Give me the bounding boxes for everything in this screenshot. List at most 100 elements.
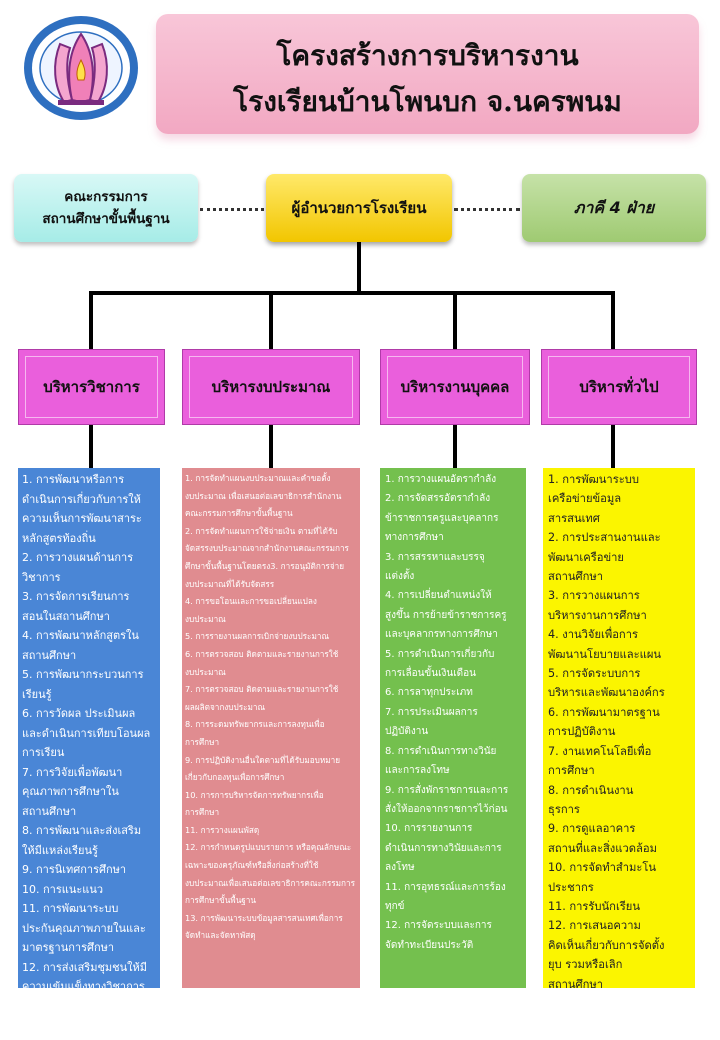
duty-line: ข้าราชการครูและบุคลากร xyxy=(385,512,499,524)
duty-line: ความเข้มแข็งทางวิชาการ xyxy=(22,980,145,988)
duty-line: 9. การดูแลอาคาร xyxy=(548,822,636,836)
duty-line: งบประมาณ xyxy=(185,613,226,624)
list-connector-4 xyxy=(611,425,615,468)
duty-line: 7. การวิจัยเพื่อพัฒนา xyxy=(22,765,123,779)
duty-line: 11. การวางแผนพัสดุ xyxy=(185,824,260,835)
list-connector-1 xyxy=(89,425,93,468)
duty-line: สถานศึกษา xyxy=(548,570,604,584)
duty-line: หลักสูตรท้องถิ่น xyxy=(22,531,96,545)
duty-line: สอนในสถานศึกษา xyxy=(22,609,110,623)
duty-line: พัฒนานโยบายและแผน xyxy=(548,647,662,661)
duty-line: 5. การพัฒนากระบวนการ xyxy=(22,668,144,681)
network-box: ภาคี 4 ฝ่าย xyxy=(522,174,706,242)
duty-line: 3. การจัดการเรียนการ xyxy=(22,590,130,603)
budget-duty-list: 1. การจัดทำแผนงบประมาณและคำขอตั้งงบประมา… xyxy=(182,468,360,988)
duty-line: 10. การรายงานการ xyxy=(385,823,473,835)
duty-line: 9. การสั่งพักราชการและการ xyxy=(385,784,509,796)
duty-line: 2. การจัดทำแผนการใช้จ่ายเงิน ตามที่ได้รั… xyxy=(185,525,338,536)
duty-line: ประกันคุณภาพภายในและ xyxy=(22,921,146,935)
duty-line: 3. การสรรหาและบรรจุ xyxy=(385,551,485,563)
list-connector-2 xyxy=(269,425,273,468)
duty-line: การศึกษาขั้นพื้นฐาน xyxy=(185,895,257,906)
duty-line: 7. การตรวจสอบ ติดตามและรายงานการใช้ xyxy=(185,684,339,695)
title-banner: โครงสร้างการบริหารงาน โรงเรียนบ้านโพนบก … xyxy=(156,14,699,134)
duty-line: บริหารงานการศึกษา xyxy=(548,608,647,622)
duty-line: การปฏิบัติงาน xyxy=(548,725,616,739)
duty-line: 5. การรายงานผลการเบิกจ่ายงบประมาณ xyxy=(185,631,330,642)
duty-line: เรียนรู้ xyxy=(22,687,52,701)
duty-line: ทุกข์ xyxy=(385,900,405,912)
duty-line: เกี่ยวกับกองทุนเพื่อการศึกษา xyxy=(185,772,285,783)
dept-label: บริหารทั่วไป xyxy=(579,378,659,396)
duty-line: ทางการศึกษา xyxy=(385,532,444,544)
duty-line: แต่งตั้ง xyxy=(385,571,415,583)
director-label: ผู้อำนวยการโรงเรียน xyxy=(291,199,427,217)
duty-line: ผลผลิตจากงบประมาณ xyxy=(185,701,266,712)
duty-line: วิชาการ xyxy=(22,570,61,584)
duty-line: คณะกรรมการศึกษาขั้นพื้นฐาน xyxy=(185,508,293,519)
duty-line: สถานศึกษา xyxy=(22,804,77,818)
duty-line: ความเห็นการพัฒนาสาระ xyxy=(22,512,142,525)
duty-line: 7. การประเมินผลการ xyxy=(385,706,478,718)
board-label-line2: สถานศึกษาขั้นพื้นฐาน xyxy=(42,211,170,227)
duty-line: 1. การพัฒนาระบบ xyxy=(548,473,639,486)
duty-line: 4. การขอโอนและการขอเปลี่ยนแปลง xyxy=(185,596,317,607)
school-logo xyxy=(22,14,140,122)
duty-line: การเลื่อนขั้นเงินเดือน xyxy=(385,668,476,680)
duty-line: การเรียน xyxy=(22,746,65,759)
duty-line: 13. การพัฒนาระบบข้อมูลสารสนเทศเพื่อการ xyxy=(185,912,343,923)
duty-line: คุณภาพการศึกษาใน xyxy=(22,785,119,798)
drop-line-3 xyxy=(453,291,457,349)
duty-line: มาตรฐานการศึกษา xyxy=(22,941,115,954)
duty-line: 8. การระดมทรัพยากรและการลงทุนเพื่อ xyxy=(185,719,325,730)
duty-line: การศึกษา xyxy=(548,764,595,778)
page-title: โครงสร้างการบริหารงาน xyxy=(276,39,579,72)
duty-line: 1. การวางแผนอัตรากำลัง xyxy=(385,474,497,485)
duty-line: 8. การดำเนินการทางวินัย xyxy=(385,745,497,757)
duty-line: พัฒนาเครือข่าย xyxy=(548,550,624,564)
duty-line: 4. การเปลี่ยนตำแหน่งให้ xyxy=(385,590,492,602)
duty-line: 9. การนิเทศการศึกษา xyxy=(22,863,127,876)
duty-line: 12. การจัดระบบและการ xyxy=(385,920,492,932)
duty-line: 11. การรับนักเรียน xyxy=(548,899,640,913)
duty-line: 2. การจัดสรรอัตรากำลัง xyxy=(385,493,491,505)
drop-line-1 xyxy=(89,291,93,349)
duty-line: บริหารและพัฒนาองค์กร xyxy=(548,686,665,700)
dept-personnel: บริหารงานบุคคล xyxy=(380,349,530,425)
duty-line: 11. การอุทธรณ์และการร้อง xyxy=(385,881,506,893)
dotted-connector-right xyxy=(454,208,520,211)
duty-line: สถานที่และสิ่งแวดล้อม xyxy=(548,841,657,855)
duty-line: งบประมาณ xyxy=(185,666,226,677)
academic-duty-list: 1. การพัฒนาหรือการดำเนินการเกี่ยวกับการใ… xyxy=(18,468,160,988)
duty-line: จัดสรรงบประมาณจากสำนักงานคณะกรรมการ xyxy=(185,543,349,554)
branch-line xyxy=(89,291,615,295)
duty-line: เฉพาะของครุภัณฑ์หรือสิ่งก่อสร้างที่ใช้ xyxy=(185,860,319,871)
director-box: ผู้อำนวยการโรงเรียน xyxy=(266,174,452,242)
duty-line: จัดทำทะเบียนประวัติ xyxy=(385,939,474,951)
network-label: ภาคี 4 ฝ่าย xyxy=(573,197,655,217)
duty-line: และบุคลากรทางการศึกษา xyxy=(385,629,498,641)
duty-line: ยุบ รวมหรือเลิก xyxy=(548,958,623,972)
list-connector-3 xyxy=(453,425,457,468)
duty-line: 6. การตรวจสอบ ติดตามและรายงานการใช้ xyxy=(185,648,339,659)
duty-line: เครือข่ายข้อมูล xyxy=(548,492,622,506)
duty-line: คิดเห็นเกี่ยวกับการจัดตั้ง xyxy=(548,938,665,952)
personnel-duty-list: 1. การวางแผนอัตรากำลัง 2. การจัดสรรอัตราก… xyxy=(380,468,526,988)
duty-line: ปฏิบัติงาน xyxy=(385,726,429,738)
duty-line: 6. การพัฒนามาตรฐาน xyxy=(548,705,660,719)
duty-line: สถานศึกษา xyxy=(22,648,77,662)
duty-line: ธุรการ xyxy=(548,802,580,816)
duty-line: 9. การปฏิบัติงานอื่นใดตามที่ได้รับมอบหมา… xyxy=(185,754,341,765)
dept-label: บริหารงานบุคคล xyxy=(400,378,510,396)
duty-line: 12. การส่งเสริมชุมชนให้มี xyxy=(22,960,148,974)
duty-line: การศึกษา xyxy=(185,736,220,747)
dept-general: บริหารทั่วไป xyxy=(541,349,697,425)
dotted-connector-left xyxy=(200,208,264,211)
duty-line: ศึกษาขั้นพื้นฐานโดยตรง3. การอนุมัติการจ่… xyxy=(185,560,345,571)
duty-line: 10. การแนะแนว xyxy=(22,882,104,896)
drop-line-2 xyxy=(269,291,273,349)
duty-line: 5. การดำเนินการเกี่ยวกับ xyxy=(385,648,495,660)
duty-line: สถานศึกษา xyxy=(548,977,604,988)
duty-line: ประชากร xyxy=(548,880,594,894)
dept-label: บริหารงบประมาณ xyxy=(211,378,331,396)
